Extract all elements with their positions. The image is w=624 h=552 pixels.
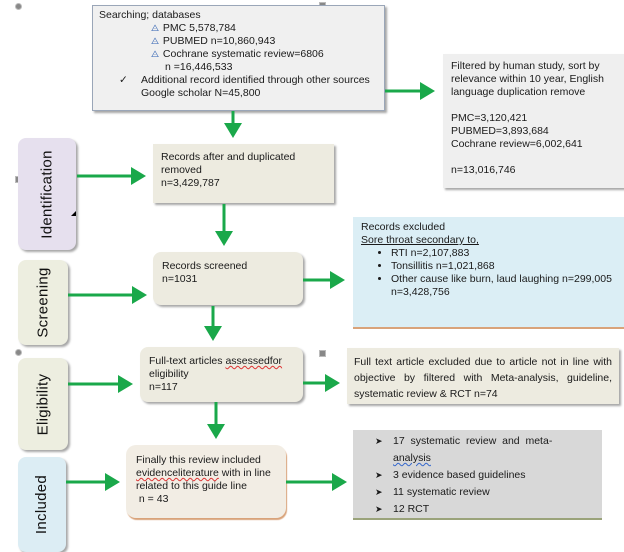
records-excluded-subtitle: Sore throat secondary to, bbox=[361, 234, 479, 246]
stage-included: Included bbox=[18, 457, 66, 552]
search-title: Searching; databases bbox=[99, 9, 201, 21]
fulltext-assessed-count: n=117 bbox=[149, 381, 178, 393]
excluded-reason-item: Tonsillitis n=1,021,868 bbox=[391, 260, 616, 273]
filter-cochrane: Cochrane review=6,002,641 bbox=[451, 138, 583, 150]
filter-box: Filtered by human study, sort by relevan… bbox=[443, 54, 624, 188]
excluded-reason-item: RTI n=2,107,883 bbox=[391, 247, 616, 260]
filter-total: n=13,016,746 bbox=[451, 164, 516, 176]
included-line: Finally this review included bbox=[136, 454, 261, 466]
filter-criteria-line: relevance within 10 year, English bbox=[451, 73, 604, 85]
fulltext-excluded-box: Full text article excluded due to articl… bbox=[347, 348, 619, 404]
selection-handle bbox=[15, 349, 22, 356]
selection-handle bbox=[15, 3, 22, 10]
records-excluded-total: n=3,428,756 bbox=[391, 286, 450, 298]
fulltext-assessed-line: eligibility bbox=[149, 368, 189, 380]
records-after-count: n=3,429,787 bbox=[161, 177, 220, 189]
stage-screening: Screening bbox=[18, 260, 68, 345]
search-databases-box: Searching; databases ⨺ PMC 5,578,784 ⨺ P… bbox=[92, 5, 385, 111]
database-item: ⨺ PMC 5,578,784 bbox=[151, 22, 236, 34]
filter-pmc: PMC=3,120,421 bbox=[451, 112, 528, 124]
stage-eligibility: Eligibility bbox=[18, 358, 68, 450]
additional-record-line: Additional record identified through oth… bbox=[141, 74, 370, 86]
search-total: n =16,446,533 bbox=[165, 61, 233, 73]
records-screened-count: n=1031 bbox=[162, 273, 198, 285]
records-screened-label: Records screened bbox=[162, 260, 248, 272]
google-scholar-line: Google scholar N=45,800 bbox=[141, 87, 261, 99]
database-item: ⨺ PUBMED n=10,860,943 bbox=[151, 35, 276, 47]
included-breakdown-box: 17 systematic review and meta-analysis 3… bbox=[353, 430, 602, 520]
breakdown-item: 11 systematic review bbox=[353, 484, 592, 501]
breakdown-item: 12 RCT bbox=[353, 501, 592, 518]
filter-criteria-line: Filtered by human study, sort by bbox=[451, 60, 600, 72]
cursor-marker-icon bbox=[71, 211, 76, 216]
stage-identification: Identification bbox=[18, 138, 76, 250]
checkmark-icon: ✓ bbox=[119, 74, 128, 86]
filter-criteria-line: language duplication remove bbox=[451, 86, 586, 98]
included-line: evidenceliterature with in line bbox=[136, 467, 271, 479]
records-after-line: Records after and duplicated bbox=[161, 151, 296, 163]
included-line: related to this guide line bbox=[136, 480, 247, 492]
records-excluded-box: Records excluded Sore throat secondary t… bbox=[353, 217, 624, 329]
included-count: n = 43 bbox=[136, 493, 169, 505]
database-item: ⨺ Cochrane systematic review=6806 bbox=[151, 48, 324, 60]
selection-handle bbox=[319, 350, 326, 357]
fulltext-assessed-box: Full-text articles assessedfor eligibili… bbox=[140, 347, 303, 402]
final-included-box: Finally this review included evidencelit… bbox=[126, 445, 286, 518]
search-bullet-icon: ⨺ bbox=[151, 49, 160, 59]
excluded-reason-item: Other cause like burn, laud laughing n=2… bbox=[391, 273, 616, 286]
records-excluded-title: Records excluded bbox=[361, 221, 446, 233]
breakdown-item: 3 evidence based guidelines bbox=[353, 467, 592, 484]
search-bullet-icon: ⨺ bbox=[151, 23, 160, 33]
breakdown-item: 17 systematic review and meta-analysis bbox=[353, 433, 592, 467]
fulltext-assessed-line: Full-text articles assessedfor bbox=[149, 355, 283, 367]
fulltext-excluded-text: Full text article excluded due to articl… bbox=[354, 356, 612, 400]
records-after-line: removed bbox=[161, 164, 202, 176]
search-bullet-icon: ⨺ bbox=[151, 36, 160, 46]
records-screened-box: Records screened n=1031 bbox=[153, 252, 303, 305]
filter-pubmed: PUBMED=3,893,684 bbox=[451, 125, 549, 137]
records-after-duplicates-box: Records after and duplicated removed n=3… bbox=[153, 144, 334, 203]
